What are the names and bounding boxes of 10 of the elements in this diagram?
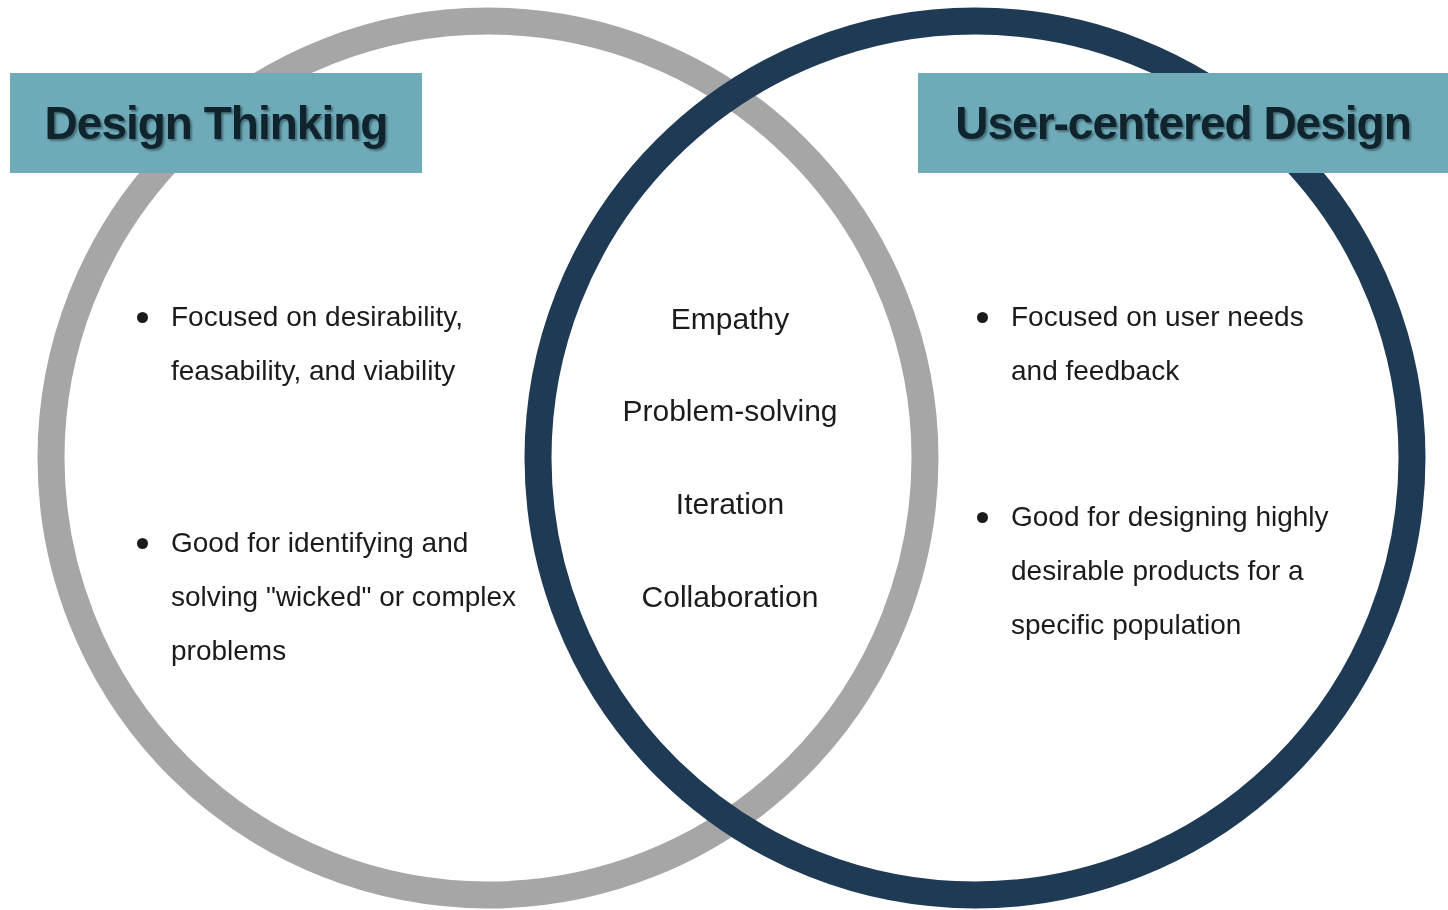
overlap-label: Collaboration — [641, 580, 819, 614]
bullet-text: Focused on user needs and feedback — [975, 290, 1347, 398]
bullet-text: Good for designing highly desirable products for a specific population — [975, 490, 1377, 652]
bullet-text: Focused on desirability, feasability, and viability — [135, 290, 517, 398]
heading-banner: Design Thinking — [10, 73, 422, 173]
overlap-label: Iteration — [675, 487, 785, 521]
overlap-label: Empathy — [670, 302, 790, 336]
overlap-label: Problem-solving — [622, 394, 838, 428]
heading-banner: User-centered Design — [918, 73, 1448, 173]
bullet-text: Good for identifying and solving "wicked" or complex problems — [135, 516, 517, 678]
